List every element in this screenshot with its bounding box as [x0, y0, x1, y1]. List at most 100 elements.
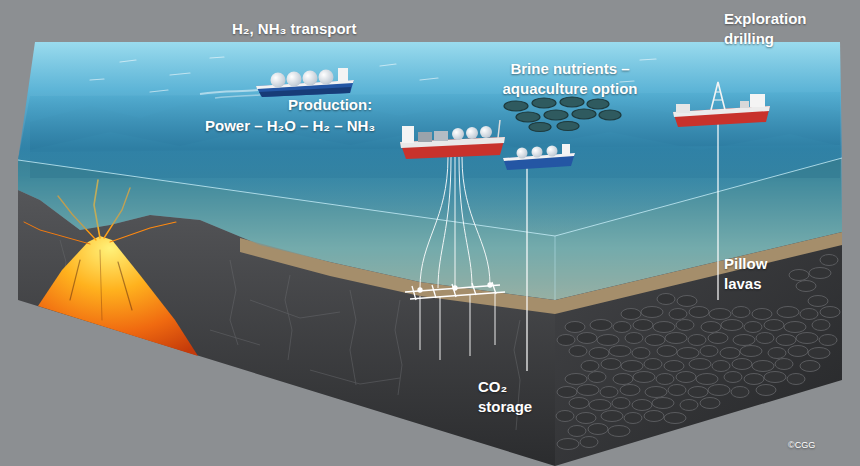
pillow-lava [696, 374, 718, 385]
pillow-lava [565, 322, 585, 333]
pillow-lava [597, 335, 619, 346]
pillow-lava [800, 309, 818, 320]
pillow-lava [557, 439, 579, 450]
rock-cracks [285, 275, 292, 360]
pillow-lava [580, 437, 598, 448]
production-vessel [480, 126, 492, 138]
pillow-lava [700, 398, 720, 409]
pillow-lava [601, 411, 623, 422]
pillow-lava [556, 411, 574, 422]
pillow-lava [788, 346, 808, 357]
pillow-lava [664, 361, 684, 372]
pillow-lava [624, 413, 642, 424]
pillow-lava [787, 374, 805, 385]
volcano-cone [38, 236, 198, 356]
callout-label: Power – H₂O – H₂ – NH₃ [205, 116, 375, 136]
pillow-lava [625, 333, 643, 344]
pillow-lava [732, 307, 750, 318]
block-edge [555, 236, 556, 300]
co2-carrier-ship [503, 144, 575, 170]
transport-ship [319, 70, 334, 85]
pillow-lava [708, 385, 730, 396]
pillow-lava [676, 320, 694, 331]
callout-label: Production: [288, 95, 372, 115]
pillow-lava [621, 309, 641, 320]
risers [420, 157, 448, 288]
pillow-lava [808, 296, 828, 307]
pillow-lava [756, 333, 774, 344]
pillow-lava [724, 372, 742, 383]
subsea-manifold [412, 286, 416, 300]
pillow-lava [641, 307, 663, 318]
pillow-lava [744, 374, 764, 385]
production-wells [420, 296, 421, 350]
production-vessel [434, 131, 448, 141]
subsea-manifold [488, 283, 492, 287]
risers [459, 157, 472, 287]
pillow-lava [652, 398, 674, 409]
lava-streaks [118, 262, 132, 310]
aquaculture-pens [504, 97, 621, 132]
pillow-lava [677, 296, 697, 307]
subsea-manifold [452, 284, 456, 297]
pillow-lava [676, 372, 696, 383]
drillship [676, 104, 690, 113]
pillow-lava [589, 400, 611, 411]
pillow-lava [632, 348, 650, 359]
transport-ship [259, 87, 351, 97]
aquaculture-pens [587, 99, 609, 109]
copyright-note: ©CGG [788, 440, 815, 451]
subsea-manifold [472, 283, 476, 295]
risers [455, 157, 456, 288]
pillow-lava [764, 320, 784, 331]
rock-cracks [395, 300, 402, 395]
pillow-lava [680, 400, 698, 411]
co2-carrier-ship [547, 146, 558, 157]
aquaculture-pens [516, 112, 540, 122]
pillow-lava [621, 361, 643, 372]
production-vessel [400, 137, 505, 148]
production-vessel [402, 126, 414, 143]
callout-label: H₂, NH₃ transport [232, 19, 356, 39]
rock-cracks [230, 260, 238, 345]
pillow-lava [809, 268, 831, 279]
pillow-lava [588, 424, 608, 435]
callout-label: Pillow lavas [724, 254, 786, 294]
aquaculture-pens [599, 110, 621, 120]
co2-carrier-ship [517, 148, 528, 159]
production-vessel [400, 137, 505, 159]
pillow-lava [720, 348, 740, 359]
lava-streaks [110, 222, 176, 242]
whitecaps [210, 57, 224, 58]
callout-label: CO₂ storage [478, 377, 542, 417]
whitecaps [150, 90, 168, 92]
pillow-lava [820, 307, 840, 318]
pillow-lava [744, 322, 762, 333]
pillow-lava [819, 335, 837, 346]
pillow-lava [569, 398, 589, 409]
pillow-lava [800, 361, 820, 372]
co2-carrier-ship [532, 147, 543, 158]
aquaculture-pens [544, 110, 568, 120]
pillow-lava [708, 333, 728, 344]
production-wells [495, 292, 496, 345]
risers [438, 157, 451, 288]
pillow-lava [732, 359, 752, 370]
pillow-lava [657, 346, 677, 357]
rock-cracks [250, 300, 340, 318]
pillow-lava [565, 374, 587, 385]
whitecaps [380, 64, 396, 66]
pillow-lava [644, 411, 664, 422]
production-wells [440, 296, 441, 360]
drillship [740, 101, 749, 108]
pillow-lava [733, 335, 755, 346]
transport-ship [200, 90, 258, 94]
production-vessel [498, 120, 500, 138]
rock-cracks [310, 370, 400, 384]
pillow-lava [633, 372, 655, 383]
pillow-lava [665, 333, 687, 344]
exploration-well [717, 124, 718, 300]
pillow-lava [731, 387, 749, 398]
aquaculture-pens [572, 109, 596, 119]
